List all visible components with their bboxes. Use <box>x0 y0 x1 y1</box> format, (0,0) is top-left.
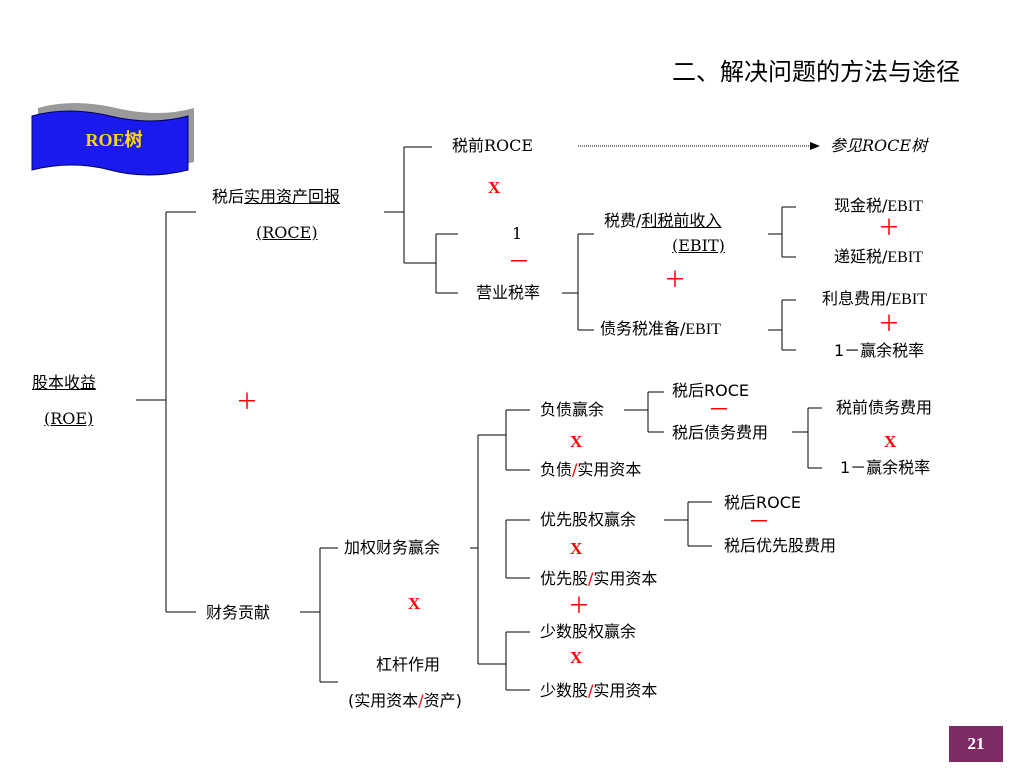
node-pref-margin: 优先股权赢余 <box>540 510 637 529</box>
node-fin-contrib: 财务贡献 <box>206 603 271 622</box>
node-leverage: 杠杆作用 <box>376 655 441 674</box>
node-debt-cap: 负债/实用资本 <box>540 460 642 479</box>
node-one-minus-rate-1: 1－赢余税率 <box>834 341 925 360</box>
op-times-1: X <box>488 178 501 197</box>
op-plus-pref: ＋ <box>568 594 591 619</box>
op-minus-2: － <box>708 398 731 423</box>
op-plus-3: ＋ <box>878 312 901 337</box>
node-one-minus-rate-2: 1－赢余税率 <box>840 458 931 477</box>
page-number: 21 <box>949 726 1003 762</box>
node-one: 1 <box>512 224 523 243</box>
node-weighted-margin: 加权财务赢余 <box>344 538 441 557</box>
page-title: 二、解决问题的方法与途径 <box>672 58 960 86</box>
node-pretax-debt-cost: 税前债务费用 <box>836 398 933 417</box>
op-plus-1: ＋ <box>664 268 687 293</box>
op-times-2: X <box>884 432 897 451</box>
node-deferred-tax: 递延税/EBIT <box>834 247 923 267</box>
node-ebit: (EBIT) <box>672 236 725 255</box>
node-cash-tax: 现金税/EBIT <box>834 196 923 216</box>
node-at-roce-1: 税后ROCE <box>672 381 749 400</box>
node-at-roce-2: 税后ROCE <box>724 493 801 512</box>
node-pretax-roce: 税前ROCE <box>452 136 534 155</box>
node-debt-reserve: 债务税准备/EBIT <box>600 319 721 339</box>
op-minus-1: － <box>508 250 531 275</box>
node-tax-fee: 税费/利税前收入 <box>604 211 722 230</box>
node-minority-margin: 少数股权赢余 <box>540 622 637 641</box>
op-minus-3: － <box>748 510 771 535</box>
roe-tree-badge <box>31 103 194 176</box>
node-at-debt-cost: 税后债务费用 <box>672 423 769 442</box>
node-roe: 股本收益 <box>32 373 97 392</box>
node-roce: 税后实用资产回报 <box>212 187 341 206</box>
node-interest: 利息费用/EBIT <box>822 289 927 309</box>
op-times-leverage: X <box>408 594 421 613</box>
node-leverage-en: (实用资本/资产) <box>348 691 462 710</box>
op-plus-roe: ＋ <box>236 390 259 415</box>
node-at-pref-cost: 税后优先股费用 <box>724 536 837 555</box>
op-times-pref: X <box>570 539 583 558</box>
node-op-tax-rate: 营业税率 <box>476 283 541 302</box>
op-plus-2: ＋ <box>878 216 901 241</box>
op-times-minority: X <box>570 648 583 667</box>
badge-label: ROE树 <box>85 130 143 150</box>
node-see-roce-tree: 参见ROCE树 <box>830 136 928 155</box>
node-roe-en: (ROE) <box>44 409 94 428</box>
node-debt-margin: 负债赢余 <box>540 400 605 419</box>
op-times-debt: X <box>570 432 583 451</box>
node-roce-en: (ROCE) <box>256 223 318 242</box>
node-pref-cap: 优先股/实用资本 <box>540 569 658 588</box>
node-minority-cap: 少数股/实用资本 <box>540 681 658 700</box>
